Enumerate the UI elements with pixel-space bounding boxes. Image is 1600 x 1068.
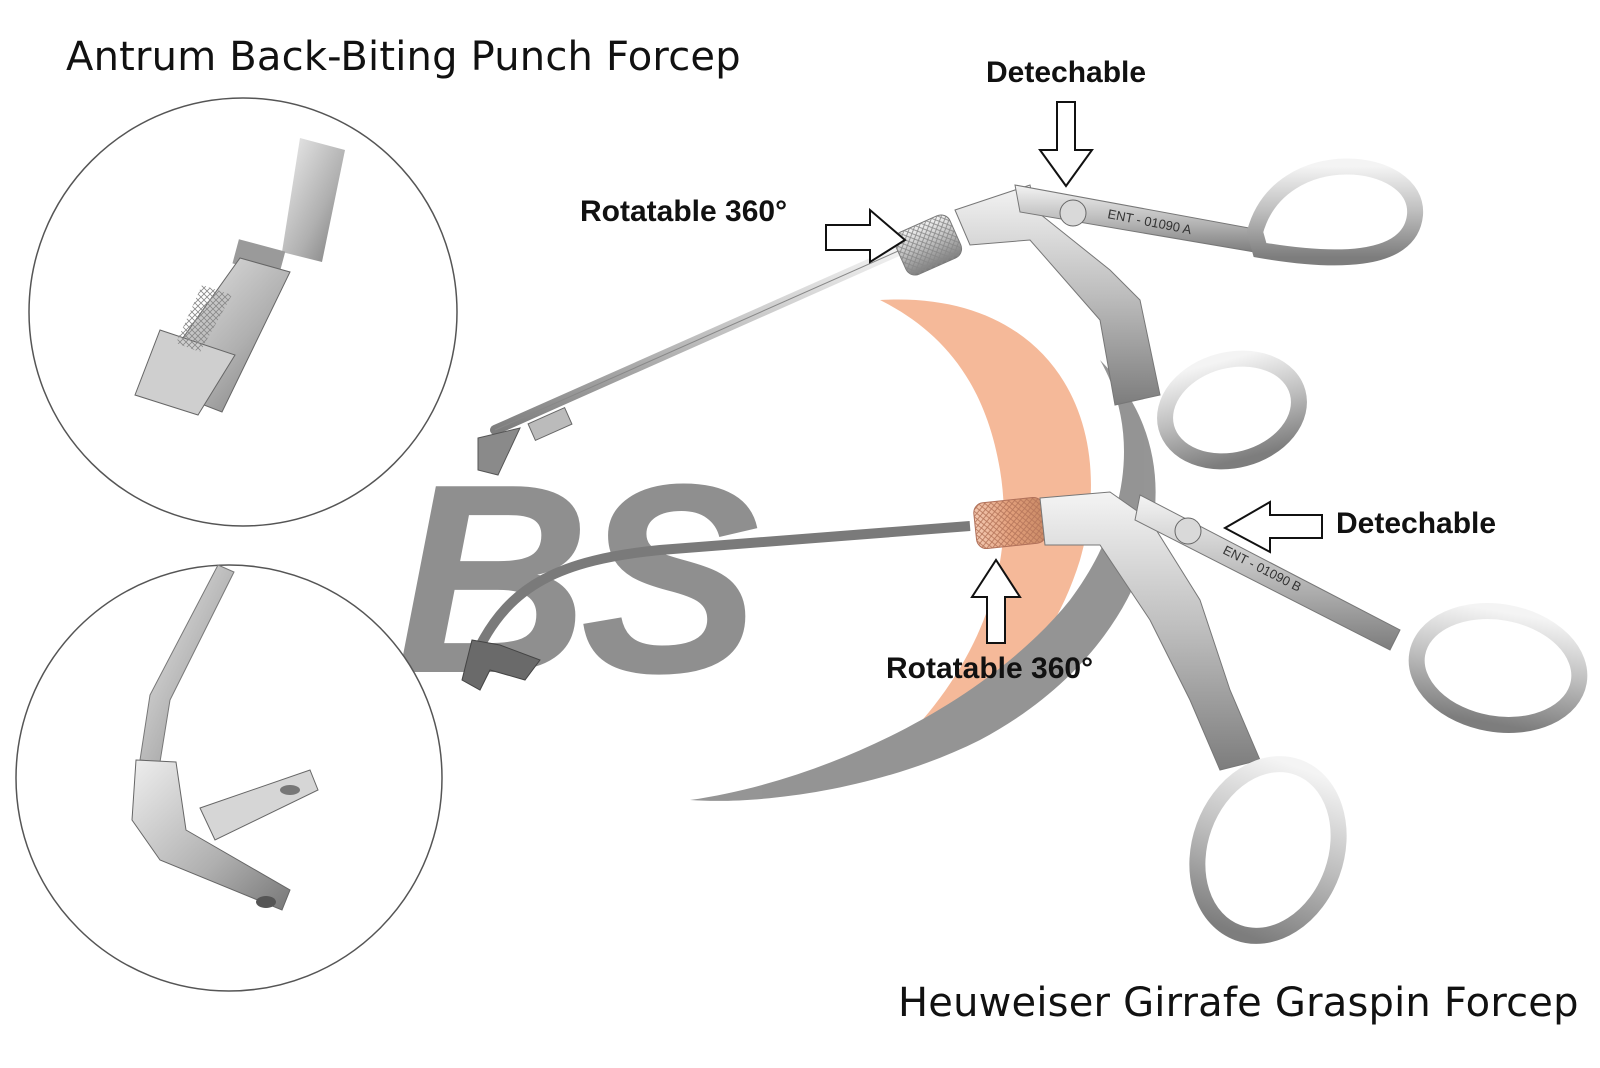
detail-circle-grasp-tip — [15, 564, 443, 992]
arrow-rotatable-bottom — [970, 558, 1022, 644]
finger-ring-a-top — [1246, 158, 1424, 266]
label-rotatable-bottom: Rotatable 360° — [886, 652, 1094, 685]
detail-circle-punch-tip — [28, 97, 458, 527]
instrument-a: ENT - 01090 A — [477, 158, 1424, 476]
label-detachable-top: Detechable — [986, 56, 1147, 89]
logo-swoosh-orange — [860, 299, 1091, 780]
label-rotatable-top: Rotatable 360° — [580, 195, 788, 228]
arrow-detachable-bottom — [1222, 500, 1323, 554]
instrument-b: ENT - 01090 B — [461, 491, 1588, 944]
title-antrum-punch-forcep: Antrum Back-Biting Punch Forcep — [66, 34, 741, 80]
finger-ring-a-bottom — [1157, 350, 1307, 470]
title-heuweiser-graspin-forcep: Heuweiser Girrafe Graspin Forcep — [898, 980, 1579, 1026]
finger-ring-b-bottom — [1189, 756, 1347, 944]
arrow-rotatable-top — [825, 207, 907, 264]
finger-ring-b-top — [1408, 603, 1588, 733]
logo-text: BS — [395, 429, 761, 730]
logo-swoosh-gray — [690, 360, 1156, 801]
arrow-detachable-top — [1038, 101, 1094, 188]
logo-watermark: BS — [395, 299, 1156, 801]
label-detachable-bottom: Detechable — [1336, 507, 1497, 540]
